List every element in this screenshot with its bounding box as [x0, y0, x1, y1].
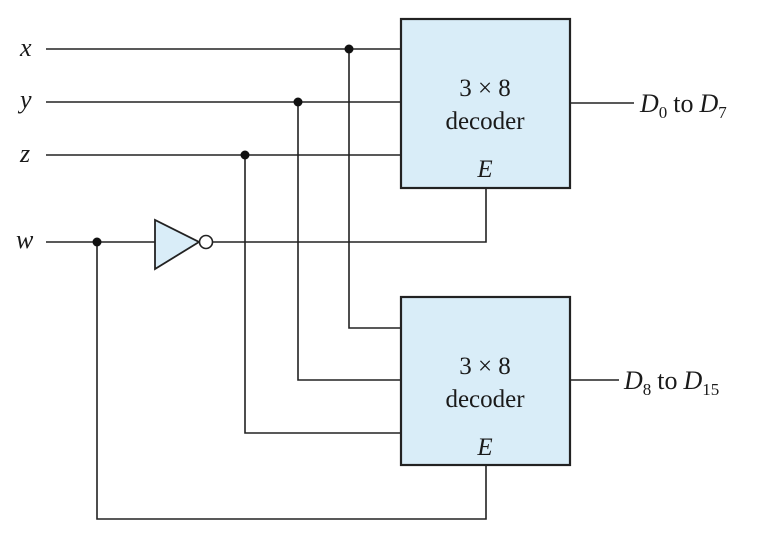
decoder-box-top	[399, 17, 572, 190]
junction-dot-w	[92, 237, 102, 247]
decoder-top-title: 3 × 8	[459, 75, 511, 102]
wire-w-inverted-to-enable	[213, 188, 487, 243]
junction-dot-x	[344, 44, 354, 54]
decoder-top-subtitle: decoder	[445, 108, 525, 135]
input-label-y: y	[17, 85, 32, 114]
decoder-bottom-enable-label: E	[476, 434, 492, 461]
input-label-x: x	[19, 33, 32, 62]
wire-y-branch	[297, 102, 401, 381]
wire-z-branch	[244, 155, 401, 434]
decoder-top-enable-label: E	[476, 156, 492, 183]
input-label-z: z	[19, 139, 30, 168]
decoder-bottom-title: 3 × 8	[459, 353, 511, 380]
decoder-box-bottom	[399, 295, 572, 467]
wire-w-to-bottom-enable	[96, 242, 487, 520]
input-label-w: w	[16, 225, 34, 254]
junction-dot-z	[240, 150, 250, 160]
decoder-bottom-subtitle: decoder	[445, 386, 525, 413]
junction-dot-y	[293, 97, 303, 107]
not-gate	[154, 218, 201, 271]
not-gate-bubble	[198, 234, 214, 250]
wire-x-branch	[348, 49, 401, 329]
